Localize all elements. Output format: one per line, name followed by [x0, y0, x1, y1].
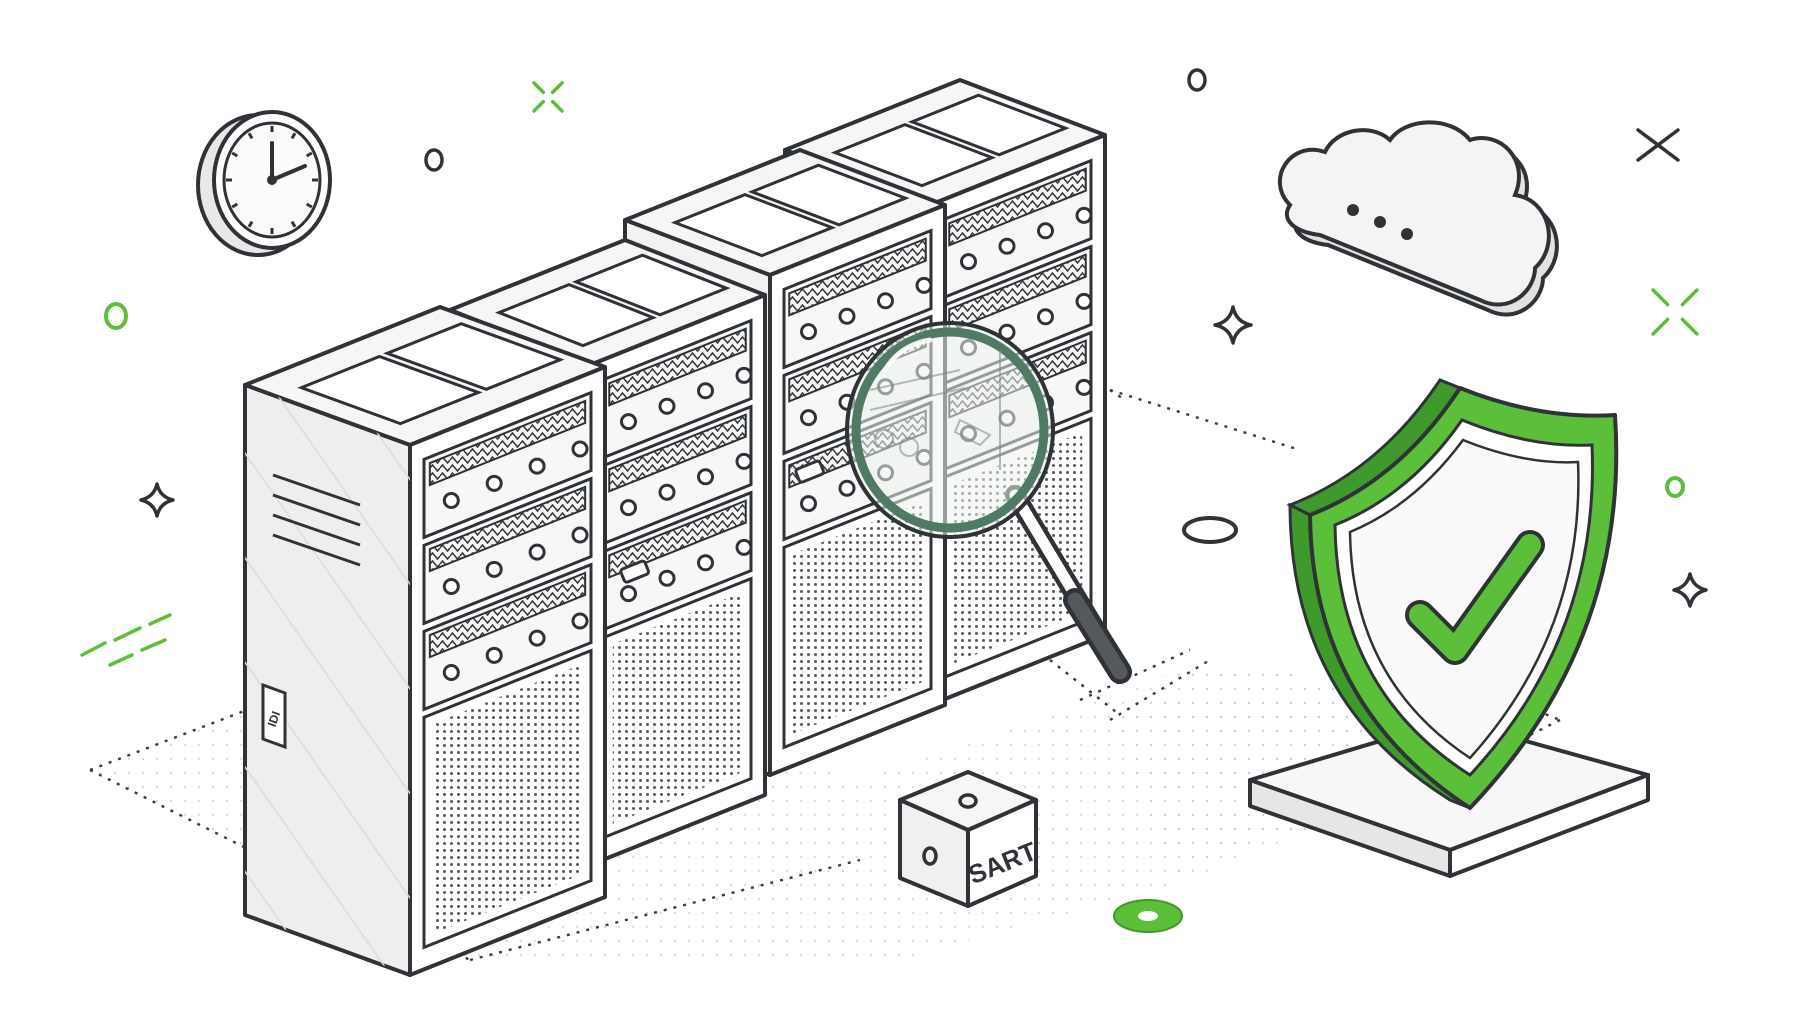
label-cube: SART [898, 770, 1041, 908]
magnifier-icon [845, 321, 1132, 684]
rack-connector [619, 559, 650, 584]
sparkle-icon [80, 68, 1708, 667]
clock-icon [196, 110, 332, 257]
rack-connector [794, 459, 825, 484]
shield-check-icon [1248, 378, 1650, 878]
server-cabinet: IDI [243, 305, 607, 977]
cloud-icon [1277, 120, 1559, 317]
floor-marker-icon [1113, 899, 1183, 933]
server-racks: IDI [243, 78, 1107, 977]
cabinet-label: IDI [265, 709, 283, 728]
